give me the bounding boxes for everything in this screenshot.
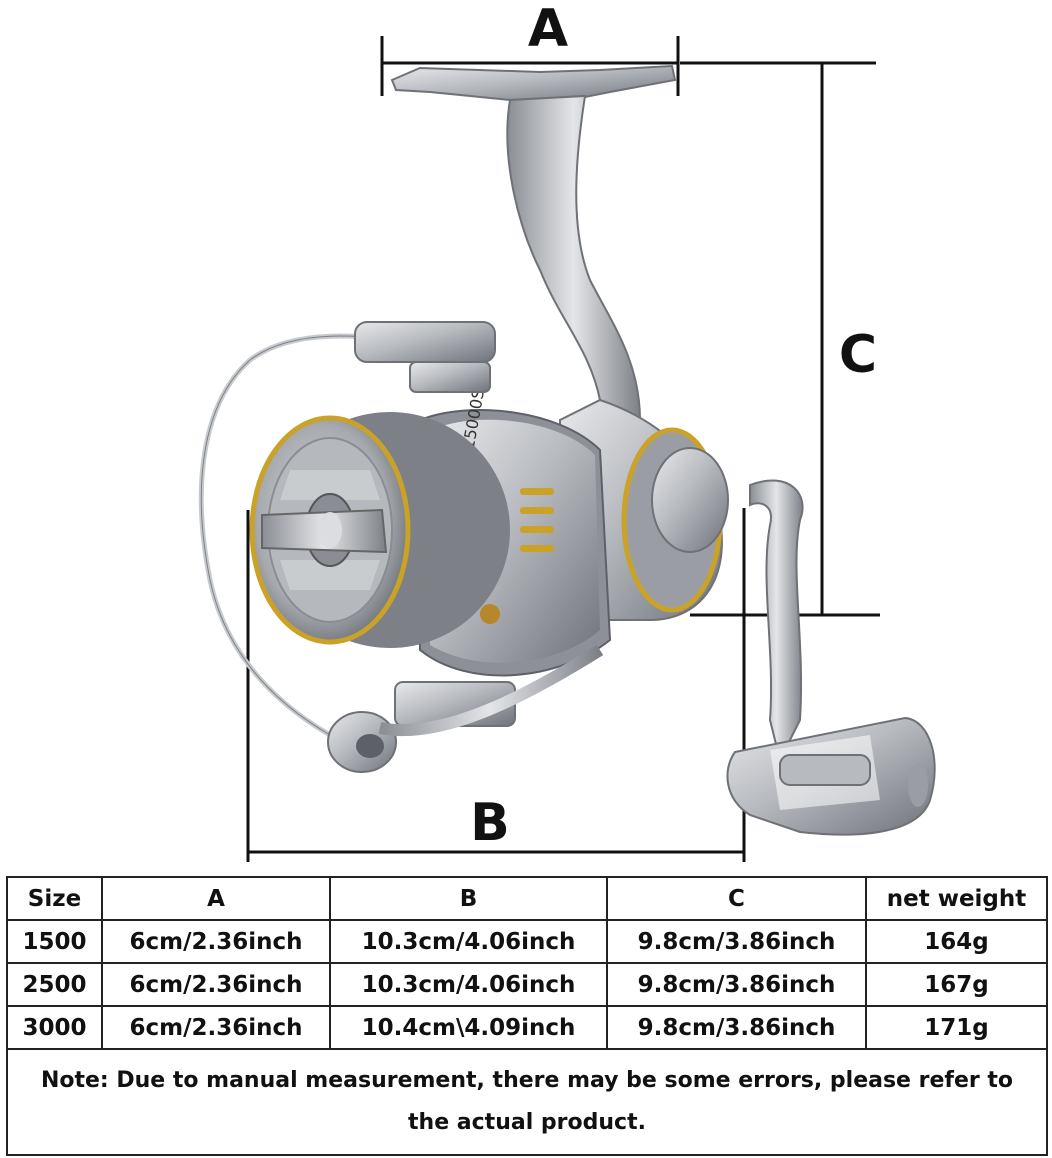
cell-size: 2500	[6, 962, 103, 1007]
cell-c: 9.8cm/3.86inch	[606, 919, 867, 964]
header-net-weight: net weight	[865, 876, 1048, 921]
spec-table: Size A B C net weight 1500 6cm/2.36inch …	[6, 876, 1048, 1156]
header-a: A	[101, 876, 331, 921]
cell-b: 10.4cm\4.09inch	[329, 1005, 608, 1050]
cell-weight: 167g	[865, 962, 1048, 1007]
table-row: 1500 6cm/2.36inch 10.3cm/4.06inch 9.8cm/…	[6, 919, 1048, 964]
table-row: 2500 6cm/2.36inch 10.3cm/4.06inch 9.8cm/…	[6, 962, 1048, 1007]
cell-weight: 171g	[865, 1005, 1048, 1050]
fishing-reel-illustration: LA15000S	[198, 64, 936, 836]
dimension-a-label: A	[528, 0, 568, 59]
rotor-vents	[520, 488, 554, 552]
header-b: B	[329, 876, 608, 921]
cell-c: 9.8cm/3.86inch	[606, 1005, 867, 1050]
bail-top-bracket	[354, 321, 496, 393]
measurement-note: Note: Due to manual measurement, there m…	[6, 1048, 1048, 1156]
cell-size: 3000	[6, 1005, 103, 1050]
dimension-b-label: B	[470, 793, 510, 853]
cell-a: 6cm/2.36inch	[101, 962, 331, 1007]
reel-dimension-diagram: A C B LA15000S	[198, 0, 936, 862]
cell-a: 6cm/2.36inch	[101, 919, 331, 964]
line-roller	[327, 644, 604, 773]
cell-size: 1500	[6, 919, 103, 964]
header-c: C	[606, 876, 867, 921]
cell-b: 10.3cm/4.06inch	[329, 962, 608, 1007]
cell-c: 9.8cm/3.86inch	[606, 962, 867, 1007]
drag-knob	[261, 493, 388, 567]
header-size: Size	[6, 876, 103, 921]
table-header-row: Size A B C net weight	[6, 876, 1048, 921]
dimension-a: A	[380, 0, 680, 96]
table-row: 3000 6cm/2.36inch 10.4cm\4.09inch 9.8cm/…	[6, 1005, 1048, 1050]
cell-weight: 164g	[865, 919, 1048, 964]
cell-b: 10.3cm/4.06inch	[329, 919, 608, 964]
note-row: Note: Due to manual measurement, there m…	[6, 1048, 1048, 1156]
cell-a: 6cm/2.36inch	[101, 1005, 331, 1050]
dimension-c-label: C	[839, 325, 877, 385]
reel-handle	[726, 479, 936, 836]
